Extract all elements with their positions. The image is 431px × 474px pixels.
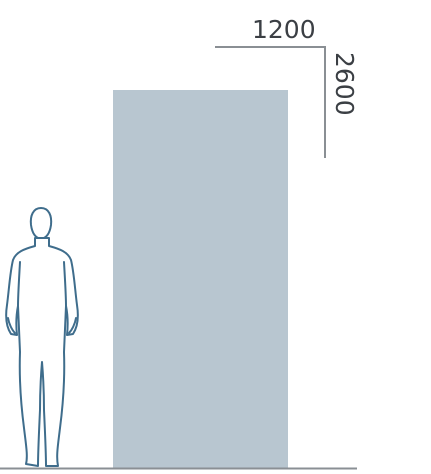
panel-shape [113,90,288,468]
standing-person-icon [5,207,79,467]
height-label: 2600 [330,52,359,116]
width-label: 1200 [252,15,316,44]
